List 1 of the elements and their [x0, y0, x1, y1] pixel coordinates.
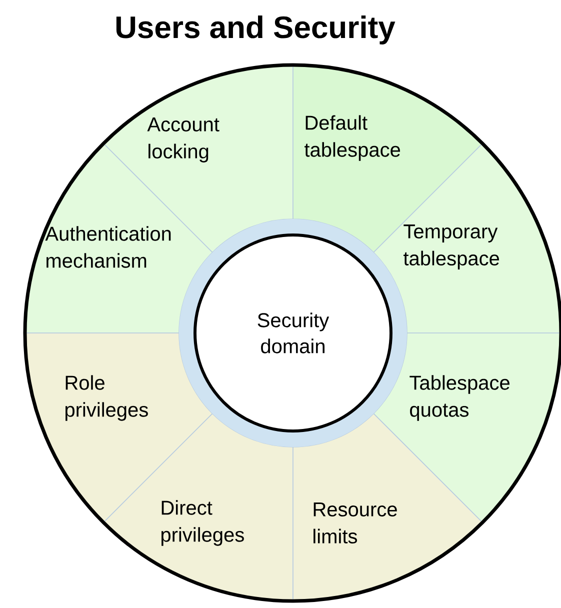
- title: Users and Security: [116, 16, 396, 44]
